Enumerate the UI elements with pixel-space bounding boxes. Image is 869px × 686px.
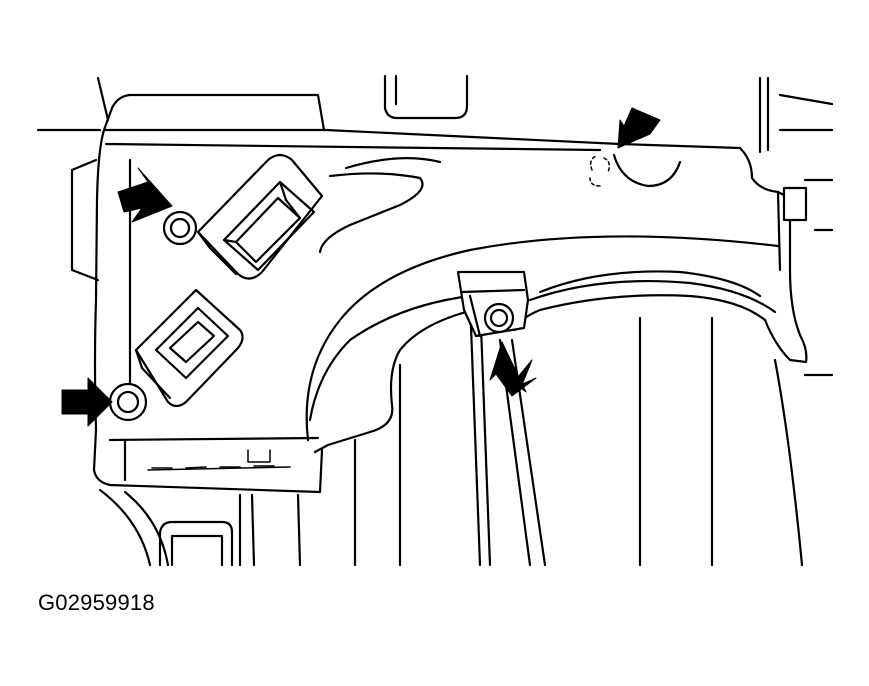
background-structure bbox=[36, 74, 834, 567]
arrow-icon bbox=[617, 107, 661, 149]
arrow-icon bbox=[489, 341, 537, 397]
upper-pocket bbox=[196, 153, 324, 280]
inner-panel bbox=[90, 93, 808, 494]
arrow-icon bbox=[117, 167, 173, 223]
bolt-icon bbox=[108, 382, 148, 422]
figure-id-label: G02959918 bbox=[38, 590, 155, 615]
bolt-icon bbox=[162, 210, 198, 246]
bolt-icon bbox=[589, 153, 682, 188]
bolt-icon bbox=[483, 302, 515, 334]
arrow-icon bbox=[61, 377, 113, 427]
lower-pocket bbox=[134, 288, 244, 408]
